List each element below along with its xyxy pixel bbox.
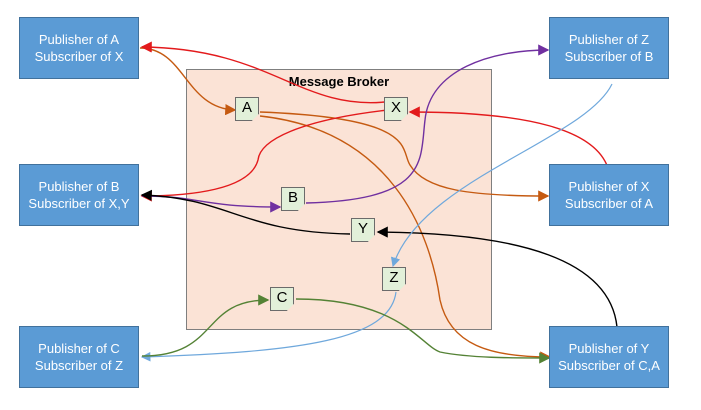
edge-b-publish <box>141 195 282 213</box>
node-publisher-c: Publisher of C Subscriber of Z <box>19 326 139 388</box>
edge-a-to-x-node <box>259 111 550 202</box>
edge-x-to-b-node <box>140 109 389 202</box>
message-a-doc: A <box>235 97 259 121</box>
edge-z-publish <box>390 83 613 268</box>
edge-x-publish <box>408 106 609 169</box>
edge-a-publish <box>139 47 237 116</box>
edge-c-to-y-node <box>295 298 551 364</box>
edge-x-to-a-node <box>140 41 386 104</box>
message-y-doc: Y <box>351 218 375 242</box>
edge-c-publish <box>141 294 270 357</box>
node-publisher-y: Publisher of Y Subscriber of C,A <box>549 326 669 388</box>
node-publisher-b: Publisher of B Subscriber of X,Y <box>19 164 139 226</box>
broker-title: Message Broker <box>288 74 390 89</box>
edge-z-to-c-node <box>140 291 397 362</box>
message-c-doc: C <box>270 287 294 311</box>
edge-a-to-y-node <box>259 115 552 363</box>
message-b-doc: B <box>281 187 305 211</box>
node-publisher-a: Publisher of A Subscriber of X <box>19 17 139 79</box>
edge-y-publish <box>376 226 618 328</box>
node-publisher-z: Publisher of Z Subscriber of B <box>549 17 669 79</box>
message-x-doc: X <box>384 97 408 121</box>
node-publisher-x: Publisher of X Subscriber of A <box>549 164 669 226</box>
edge-y-to-b-node <box>140 189 351 235</box>
message-z-doc: Z <box>382 267 406 291</box>
edge-b-to-z-node <box>305 44 550 204</box>
